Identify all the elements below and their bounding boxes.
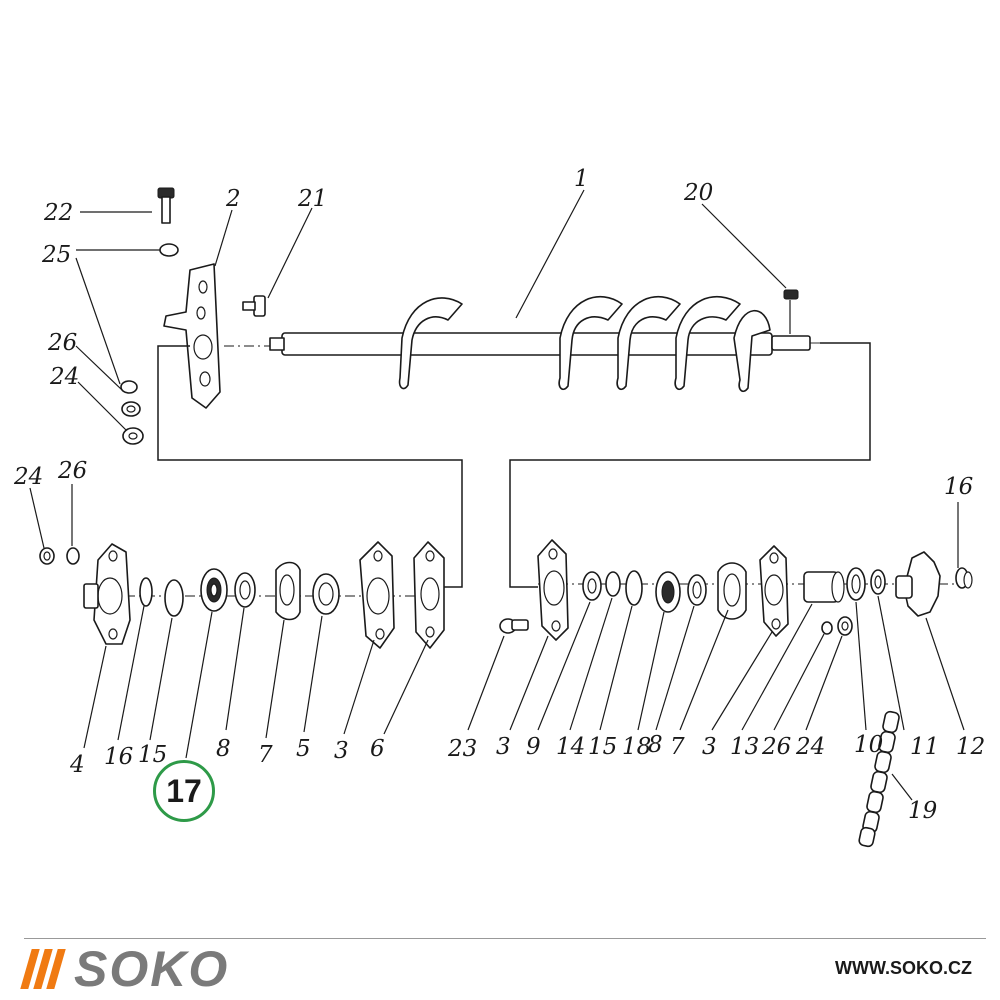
- label-22: 22: [43, 200, 73, 226]
- nut-24-left: [39, 547, 55, 565]
- label-26-left: 26: [57, 458, 87, 484]
- clip-16-right: [955, 567, 973, 589]
- ring-8-right: [687, 574, 707, 606]
- label-8-right: 8: [648, 732, 663, 758]
- label-15: 15: [138, 742, 167, 768]
- exploded-parts-diagram: 1 2 20 21 22 25 26 24 24 26 16 4 16 15 8…: [13, 166, 985, 848]
- label-9: 9: [526, 734, 541, 760]
- label-5: 5: [296, 736, 311, 762]
- logo-text: SOKO: [74, 941, 230, 997]
- housing-7-left: [275, 561, 301, 621]
- bearing-18-right: [655, 571, 681, 613]
- ring-8-left: [234, 572, 256, 608]
- label-24-upper: 24: [49, 364, 79, 390]
- logo-stripes-icon: [20, 949, 66, 989]
- label-18: 18: [622, 734, 651, 760]
- ring-14-right: [605, 571, 621, 597]
- label-12: 12: [956, 734, 985, 760]
- ring-11-right: [870, 569, 886, 595]
- grease-nipple: [783, 289, 799, 334]
- label-2: 2: [225, 186, 241, 212]
- label-4: 4: [69, 752, 85, 778]
- footer-divider: [24, 938, 986, 939]
- label-11: 11: [910, 734, 939, 760]
- ring-15-right: [625, 570, 643, 606]
- washer-25-top: [159, 243, 179, 257]
- label-25: 25: [41, 242, 71, 268]
- label-15-right: 15: [588, 734, 617, 760]
- label-24-left: 24: [13, 464, 43, 490]
- label-21: 21: [297, 186, 327, 212]
- label-3b-right: 3: [702, 734, 717, 760]
- washer-nut-stack: [120, 380, 144, 445]
- housing-7-right: [717, 562, 747, 620]
- label-1: 1: [574, 166, 589, 192]
- bolt-23: [499, 618, 529, 634]
- bush-9-right: [582, 571, 602, 601]
- label-6: 6: [370, 736, 385, 762]
- sprocket-12: [895, 551, 941, 617]
- label-16-right: 16: [944, 474, 973, 500]
- label-8: 8: [216, 736, 231, 762]
- flange-3b-right: [759, 545, 789, 637]
- flange-3-left: [359, 541, 395, 649]
- label-16: 16: [104, 744, 133, 770]
- label-3-right: 3: [496, 734, 511, 760]
- plate-6-left: [413, 541, 445, 649]
- ring-10-right: [846, 567, 866, 601]
- leader-lines: [29, 189, 965, 801]
- label-10: 10: [854, 732, 883, 758]
- bolt-21: [242, 295, 266, 317]
- chain-19: [858, 710, 900, 848]
- highlight-marker-17: 17: [153, 760, 215, 822]
- flange-4: [83, 543, 131, 645]
- seal-5-left: [312, 573, 340, 615]
- ring-16-left: [139, 577, 153, 607]
- label-26-right: 26: [761, 734, 791, 760]
- label-26-upper: 26: [47, 330, 77, 356]
- label-3: 3: [334, 738, 349, 764]
- label-14: 14: [556, 734, 585, 760]
- nut-24-right: [837, 616, 853, 636]
- sleeve-13: [803, 571, 845, 603]
- label-23: 23: [447, 736, 477, 762]
- auger-shaft: [269, 295, 811, 392]
- part-labels: 1 2 20 21 22 25 26 24 24 26 16 4 16 15 8…: [13, 166, 985, 824]
- bolt-22: [157, 187, 175, 224]
- ring-15-left: [164, 579, 184, 617]
- label-24-right: 24: [795, 734, 825, 760]
- soko-logo: SOKO: [20, 941, 229, 997]
- washer-26-right: [821, 621, 833, 635]
- label-13: 13: [730, 734, 759, 760]
- flange-3-right: [537, 539, 569, 641]
- bearing-17: [200, 568, 228, 612]
- label-7-right: 7: [670, 734, 685, 760]
- label-20: 20: [683, 180, 713, 206]
- bearing-bracket: [163, 263, 221, 409]
- label-7: 7: [258, 742, 273, 768]
- label-19: 19: [908, 798, 937, 824]
- washer-26-left: [66, 547, 80, 565]
- website-url: WWW.SOKO.CZ: [835, 958, 972, 978]
